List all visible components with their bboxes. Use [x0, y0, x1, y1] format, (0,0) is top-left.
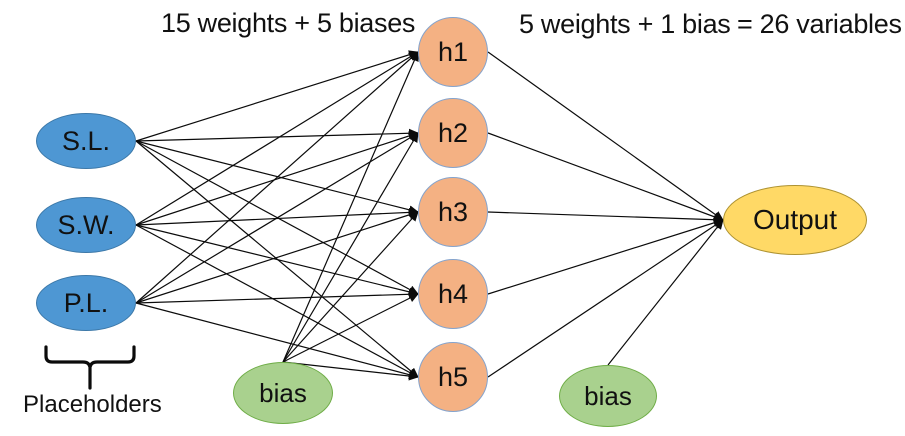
- input-node-sw: S.W.: [36, 197, 136, 253]
- bias-node-output-layer: bias: [559, 365, 657, 427]
- hidden-node-label: h5: [437, 361, 469, 392]
- input-node-label: P.L.: [63, 287, 109, 318]
- input-node-label: S.L.: [61, 125, 111, 156]
- hidden-node-label: h1: [437, 36, 469, 67]
- hidden-node-h1: h1: [418, 17, 488, 87]
- output-node-label: Output: [752, 204, 838, 235]
- hidden-layer-params-label: 15 weights + 5 biases: [161, 8, 416, 38]
- hidden-node-label: h3: [437, 196, 469, 227]
- hidden-node-label: h4: [437, 278, 469, 309]
- hidden-node-h3: h3: [418, 177, 488, 247]
- input-node-label: S.W.: [57, 209, 115, 240]
- connection-lines: [135, 50, 724, 381]
- hidden-node-label: h2: [437, 117, 469, 148]
- hidden-node-h5: h5: [418, 342, 488, 412]
- hidden-node-h2: h2: [418, 98, 488, 168]
- placeholders-brace: [44, 345, 136, 390]
- bias-node-hidden-layer: bias: [233, 362, 333, 424]
- input-node-sl: S.L.: [36, 113, 136, 169]
- output-node: Output: [723, 185, 867, 255]
- bias-node-label: bias: [259, 378, 307, 408]
- output-layer-params-label: 5 weights + 1 bias: [519, 9, 731, 39]
- bias-node-label: bias: [584, 381, 632, 411]
- input-node-pl: P.L.: [36, 275, 136, 331]
- total-variables-label: = 26 variables: [737, 9, 902, 39]
- hidden-node-h4: h4: [418, 259, 488, 329]
- placeholders-label: Placeholders: [23, 391, 162, 418]
